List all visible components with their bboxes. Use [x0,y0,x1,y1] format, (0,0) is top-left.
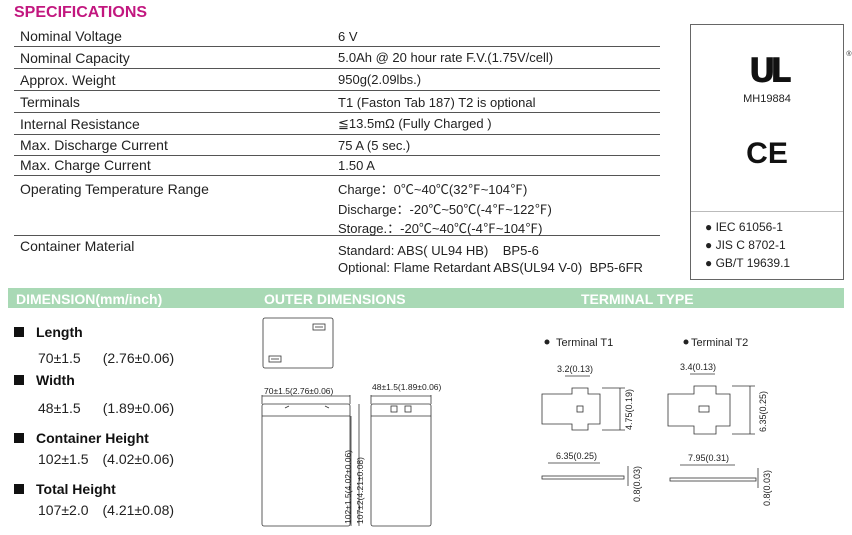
terminal-t2-drawing: Terminal T2 3.4(0.13) 6.35(0.25) 7.95(0.… [667,337,772,506]
spec-value: 75 A (5 sec.) [338,138,411,153]
registered-mark: ® [846,51,852,58]
terminal-drawings: Terminal T1 3.2(0.13) 4.75(0.19) 6.35(0.… [541,337,772,506]
t2-height-label: 6.35(0.25) [758,391,768,432]
dimension-width-value: 48±1.5(1.89±0.06) [38,400,175,416]
spec-value: ≦13.5mΩ (Fully Charged ) [338,116,492,131]
spec-value-optional: Optional: Flame Retardant ABS(UL94 V-0) … [338,260,643,275]
t1-top-width-label: 3.2(0.13) [557,364,593,374]
spec-value: T1 (Faston Tab 187) T2 is optional [338,95,536,110]
ul-certification: UL ® MH19884 [691,51,851,105]
spec-row-max-discharge-current: Max. Discharge Current 75 A (5 sec.) [14,135,660,156]
spec-row-max-charge-current: Max. Charge Current 1.50 A [14,156,660,176]
ce-logo: CE [746,137,788,170]
dimension-length-heading: Length [14,324,83,340]
bullet-icon [683,339,689,345]
dimension-total-height-heading: Total Height [14,481,116,497]
container-height-dimension-label: 102±1.5(4.02±0.06) [343,450,353,524]
standard-item: ● GB/T 19639.1 [705,256,791,270]
ul-logo: UL [748,51,791,91]
spec-value-storage: Storage.：-20℃~40℃(-4℉~104℉) [338,221,543,236]
certification-divider [691,211,843,212]
spec-value-charge: Charge：0℃~40℃(32℉~104℉) [338,182,528,197]
square-bullet-icon [14,375,24,385]
terminal-t2-label: Terminal T2 [691,337,748,349]
section-band [8,288,844,308]
battery-side-view [370,395,432,527]
spec-value-discharge: Discharge：-20℃~50℃(-4℉~122℉) [338,201,552,217]
square-bullet-icon [14,327,24,337]
spec-row-internal-resistance: Internal Resistance ≦13.5mΩ (Fully Charg… [14,113,660,135]
width-dimension-label: 48±1.5(1.89±0.06) [372,382,442,392]
spec-label: Internal Resistance [20,116,140,132]
spec-value: 1.50 A [338,158,375,173]
spec-row-container-material: Container Material Standard: ABS( UL94 H… [14,236,660,276]
spec-label: Approx. Weight [20,72,116,88]
spec-value: 950g(2.09lbs.) [338,72,422,87]
t2-top-width-label: 3.4(0.13) [680,362,716,372]
standard-item: ● IEC 61056-1 [705,220,783,234]
t1-thickness-label: 0.8(0.03) [632,466,642,502]
spec-row-nominal-capacity: Nominal Capacity 5.0Ah @ 20 hour rate F.… [14,47,660,69]
total-height-dimension-label: 107±2(4.21±0.08) [355,457,365,524]
terminal-t1-drawing: Terminal T1 3.2(0.13) 4.75(0.19) 6.35(0.… [541,337,642,502]
dimension-container-height-value: 102±1.5(4.02±0.06) [38,451,175,467]
dimension-title: DIMENSION(mm/inch) [16,291,163,307]
dimension-total-height-value: 107±2.0(4.21±0.08) [38,502,175,518]
spec-row-terminals: Terminals T1 (Faston Tab 187) T2 is opti… [14,91,660,113]
bullet-icon: ● [705,256,716,270]
bullet-icon: ● [705,220,716,234]
t1-height-label: 4.75(0.19) [624,389,634,430]
ul-file-number: MH19884 [743,93,791,105]
t1-bottom-width-label: 6.35(0.25) [556,451,597,461]
spec-row-operating-temperature: Operating Temperature Range Charge：0℃~40… [14,176,660,236]
spec-label: Operating Temperature Range [20,181,209,197]
length-dimension-label: 70±1.5(2.76±0.06) [264,386,334,396]
spec-value: 5.0Ah @ 20 hour rate F.V.(1.75V/cell) [338,50,554,65]
spec-row-approx-weight: Approx. Weight 950g(2.09lbs.) [14,69,660,91]
t2-bottom-width-label: 7.95(0.31) [688,453,729,463]
battery-front-view [261,395,360,527]
dimension-container-height-heading: Container Height [14,430,149,446]
specifications-title: SPECIFICATIONS [14,4,148,21]
spec-label: Nominal Voltage [20,28,122,44]
bullet-icon: ● [705,238,716,252]
spec-label: Nominal Capacity [20,50,130,66]
spec-label: Terminals [20,94,80,110]
battery-top-view [262,317,334,369]
spec-label: Container Material [20,238,135,254]
spec-row-nominal-voltage: Nominal Voltage 6 V [14,26,660,47]
certification-box: UL ® MH19884 CE ● IEC 61056-1 ● JIS C 87… [690,24,852,280]
outer-dimensions-drawing: 70±1.5(2.76±0.06) 48±1.5(1.89±0.06) 102±… [261,317,442,527]
standards-list: ● IEC 61056-1 ● JIS C 8702-1 ● GB/T 1963… [705,220,790,274]
standard-item: ● JIS C 8702-1 [705,238,786,252]
spec-value: 6 V [338,29,358,44]
spec-label: Max. Charge Current [20,157,151,173]
spec-value-standard: Standard: ABS( UL94 HB) BP5-6 [338,243,539,258]
terminal-type-title: TERMINAL TYPE [581,291,694,307]
dimension-width-heading: Width [14,372,75,388]
square-bullet-icon [14,484,24,494]
bullet-icon [544,339,550,345]
terminal-t1-label: Terminal T1 [556,337,613,349]
square-bullet-icon [14,433,24,443]
spec-label: Max. Discharge Current [20,137,168,153]
t2-thickness-label: 0.8(0.03) [762,470,772,506]
outer-dimensions-title: OUTER DIMENSIONS [264,291,406,307]
dimension-length-value: 70±1.5(2.76±0.06) [38,350,175,366]
